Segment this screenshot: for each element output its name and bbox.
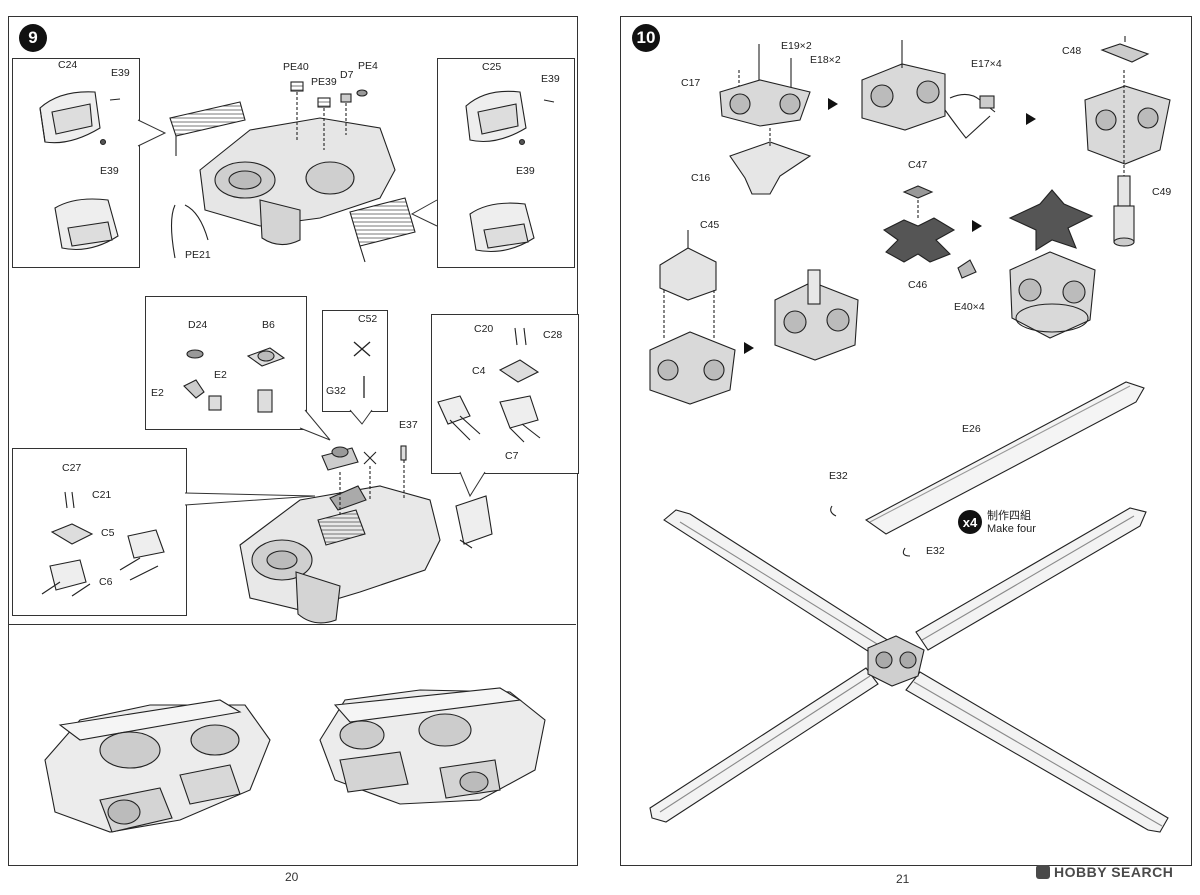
step-10-number: 10	[636, 28, 656, 47]
label-c16: C16	[691, 172, 711, 184]
label-c24: C24	[58, 59, 78, 71]
page-number-right: 21	[896, 872, 910, 886]
main-rotor-assembly	[649, 507, 1169, 833]
label-pe4: PE4	[358, 60, 378, 72]
label-e39-c: E39	[541, 73, 560, 85]
label-e2-a: E2	[151, 387, 164, 399]
label-c48: C48	[1062, 45, 1082, 57]
label-c47: C47	[908, 159, 928, 171]
step-9-badge: 9	[19, 24, 47, 52]
make-four-text: 制作四組 Make four	[987, 510, 1036, 535]
completed-assembly-left	[44, 699, 271, 833]
label-c20: C20	[474, 323, 494, 335]
label-d24: D24	[188, 319, 208, 331]
inset-box-c27-c21	[12, 448, 187, 616]
watermark-logo-icon	[1036, 865, 1050, 879]
completed-assembly-right	[319, 687, 546, 805]
part-c20-c4-c7	[437, 327, 541, 443]
make-four-english: Make four	[987, 522, 1036, 535]
label-c7: C7	[505, 450, 519, 462]
make-four-note: x4 制作四組 Make four	[958, 506, 1048, 538]
page-number-left: 20	[285, 870, 299, 884]
x4-text: x4	[962, 514, 978, 530]
label-e19: E19×2	[781, 40, 812, 52]
label-e39-a: E39	[111, 67, 130, 79]
part-c45-assembled	[774, 269, 859, 361]
right-page	[620, 16, 1192, 866]
part-c17-c16-hub	[719, 44, 812, 195]
label-e32-b: E32	[926, 545, 945, 557]
label-c21: C21	[92, 489, 112, 501]
part-c17-assembled	[861, 40, 996, 139]
inset-box-d24-b6	[145, 296, 307, 430]
blade-e26	[830, 381, 1145, 557]
part-c24-seat	[39, 91, 121, 146]
label-c25: C25	[482, 61, 502, 73]
label-pe21: PE21	[185, 249, 211, 261]
label-b6: B6	[262, 319, 275, 331]
fuselage-middle-assembly	[239, 445, 493, 624]
label-pe40: PE40	[283, 61, 309, 73]
make-four-chinese: 制作四組	[987, 510, 1031, 522]
label-c4: C4	[472, 365, 486, 377]
label-e17: E17×4	[971, 58, 1002, 70]
label-c46: C46	[908, 279, 928, 291]
label-e32-a: E32	[829, 470, 848, 482]
part-c45-stack	[649, 230, 736, 405]
step-9-number: 9	[28, 28, 38, 47]
label-e39-b: E39	[100, 165, 119, 177]
x4-badge: x4	[958, 510, 982, 534]
label-c28: C28	[543, 329, 563, 341]
fuselage-top-assembly	[169, 81, 416, 263]
label-c52: C52	[358, 313, 378, 325]
part-c25-seat	[465, 90, 555, 146]
part-c52-g32	[353, 341, 371, 398]
part-d24-b6	[183, 347, 286, 413]
label-e2-b: E2	[214, 369, 227, 381]
watermark: HOBBY SEARCH	[1036, 864, 1173, 880]
watermark-text: HOBBY SEARCH	[1054, 864, 1174, 880]
label-c49: C49	[1152, 186, 1172, 198]
label-e26: E26	[962, 423, 981, 435]
label-e18: E18×2	[810, 54, 841, 66]
part-c25-seat-assembled	[469, 202, 535, 253]
label-d7: D7	[340, 69, 354, 81]
label-c5: C5	[101, 527, 115, 539]
divider-bottom	[8, 624, 576, 625]
label-c27: C27	[62, 462, 82, 474]
label-c17: C17	[681, 77, 701, 89]
label-e37: E37	[399, 419, 418, 431]
label-g32: G32	[326, 385, 346, 397]
part-c48-c49	[1084, 36, 1171, 247]
label-c6: C6	[99, 576, 113, 588]
part-c27-c5-c6	[41, 491, 165, 597]
label-c45: C45	[700, 219, 720, 231]
part-c24-seat-assembled	[54, 198, 119, 251]
label-e40: E40×4	[954, 301, 985, 313]
label-e39-d: E39	[516, 165, 535, 177]
inset-box-c20-c28	[431, 314, 579, 474]
label-pe39: PE39	[311, 76, 337, 88]
part-c47-c46	[882, 185, 977, 279]
step-10-badge: 10	[632, 24, 660, 52]
part-c46-assembled	[1008, 189, 1096, 339]
